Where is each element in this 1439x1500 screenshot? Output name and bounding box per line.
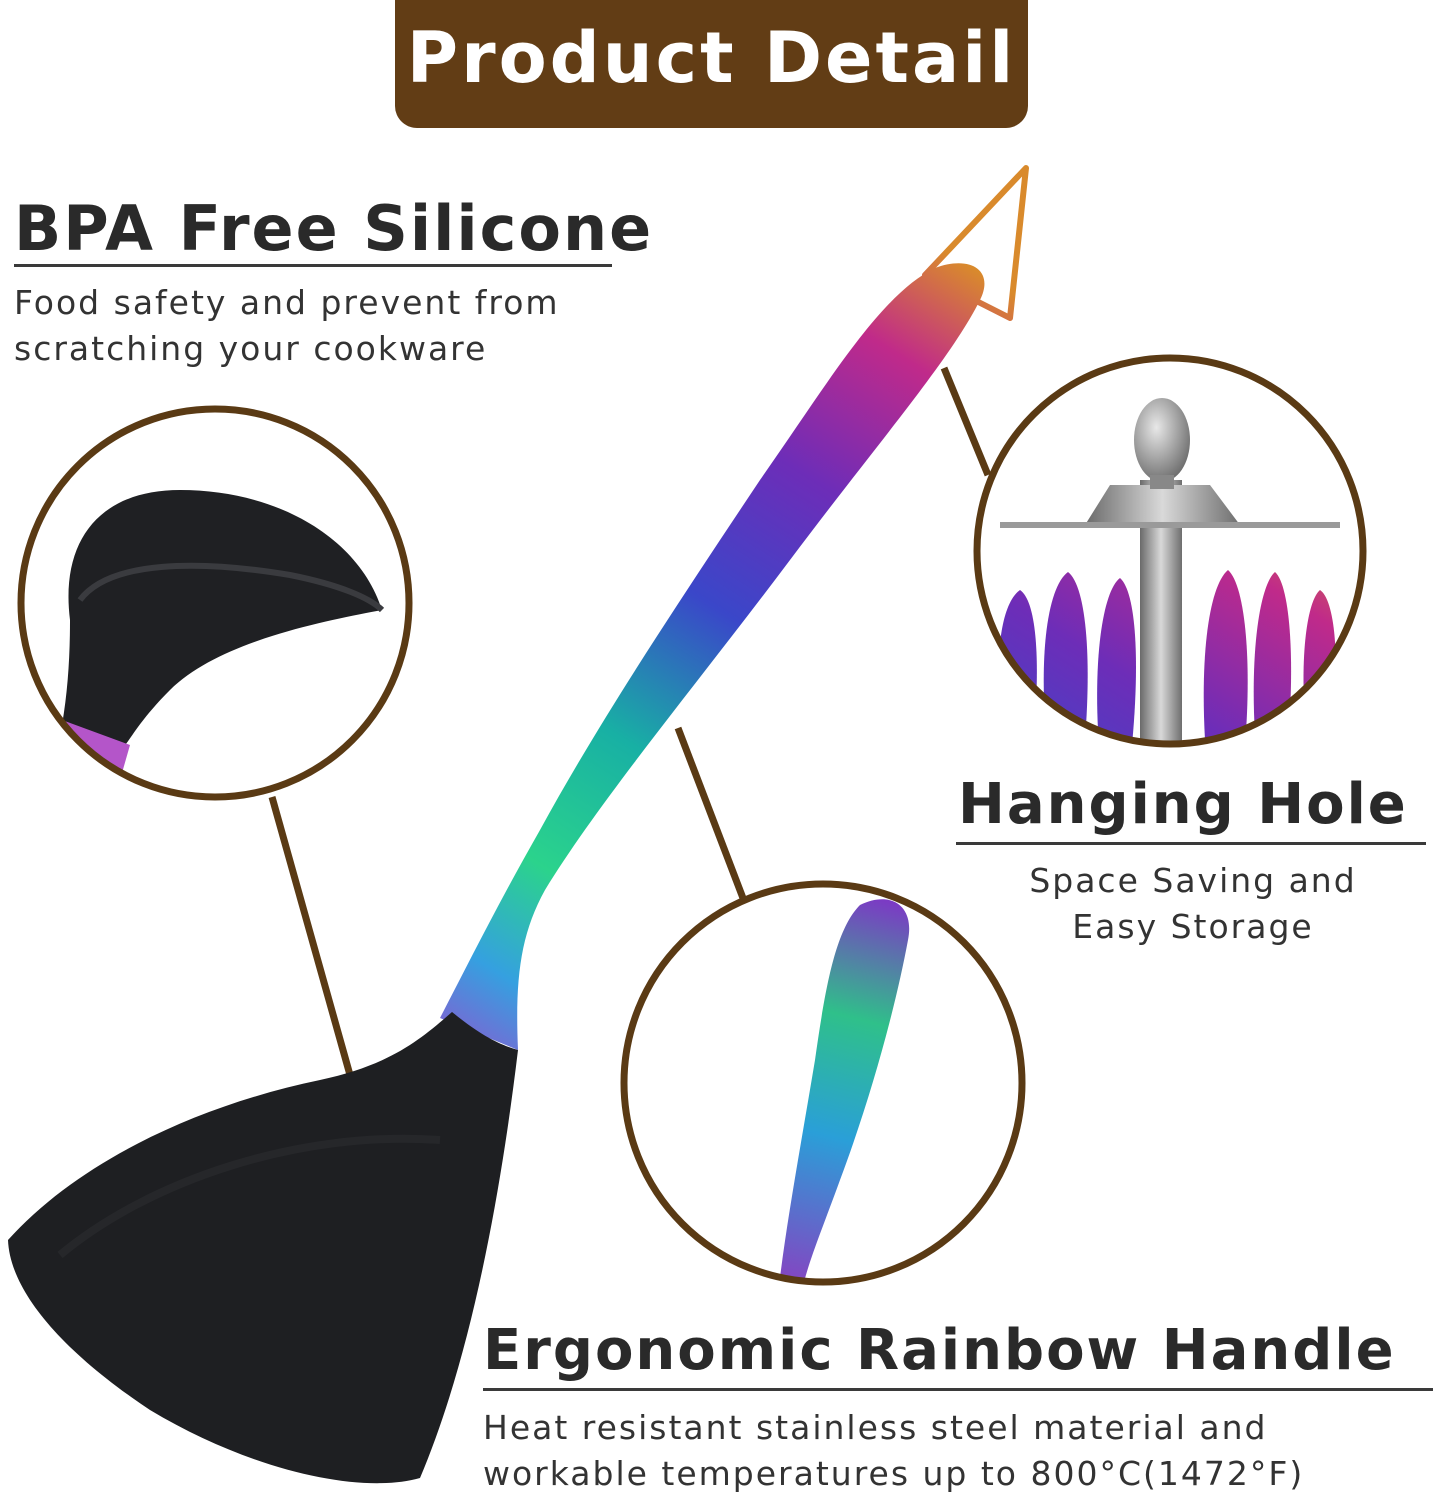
silicone-description-line-1: Food safety and prevent from xyxy=(14,283,560,322)
silicone-title: BPA Free Silicone xyxy=(14,192,654,265)
silicone-closeup-circle xyxy=(17,405,413,801)
callout-line-handle xyxy=(674,726,750,908)
product-detail-banner: Product Detail xyxy=(395,0,1028,128)
callout-line-silicone xyxy=(268,796,354,1076)
hanging-rack-circle xyxy=(973,354,1367,748)
hanging-description-line-2: Easy Storage xyxy=(1072,907,1314,946)
callout-line-hanging xyxy=(940,366,992,477)
handle-description: Heat resistant stainless steel material … xyxy=(483,1405,1304,1497)
hanging-title-underline xyxy=(956,842,1426,845)
hanging-description-line-1: Space Saving and xyxy=(1029,861,1357,900)
rainbow-handle xyxy=(440,263,985,1051)
silicone-title-underline xyxy=(14,264,612,267)
handle-title-underline xyxy=(483,1388,1433,1391)
handle-description-line-2: workable temperatures up to 800°C(1472°F… xyxy=(483,1454,1305,1493)
silicone-spatula-head xyxy=(8,1012,518,1484)
handle-title: Ergonomic Rainbow Handle xyxy=(483,1318,1396,1383)
banner-title: Product Detail xyxy=(406,17,1017,99)
silicone-description-line-2: scratching your cookware xyxy=(14,329,488,368)
handle-closeup-circle xyxy=(620,880,1026,1286)
silicone-description: Food safety and prevent from scratching … xyxy=(14,280,560,372)
hanging-title: Hanging Hole xyxy=(958,772,1408,837)
hanging-description: Space Saving and Easy Storage xyxy=(958,858,1428,950)
handle-description-line-1: Heat resistant stainless steel material … xyxy=(483,1408,1268,1447)
